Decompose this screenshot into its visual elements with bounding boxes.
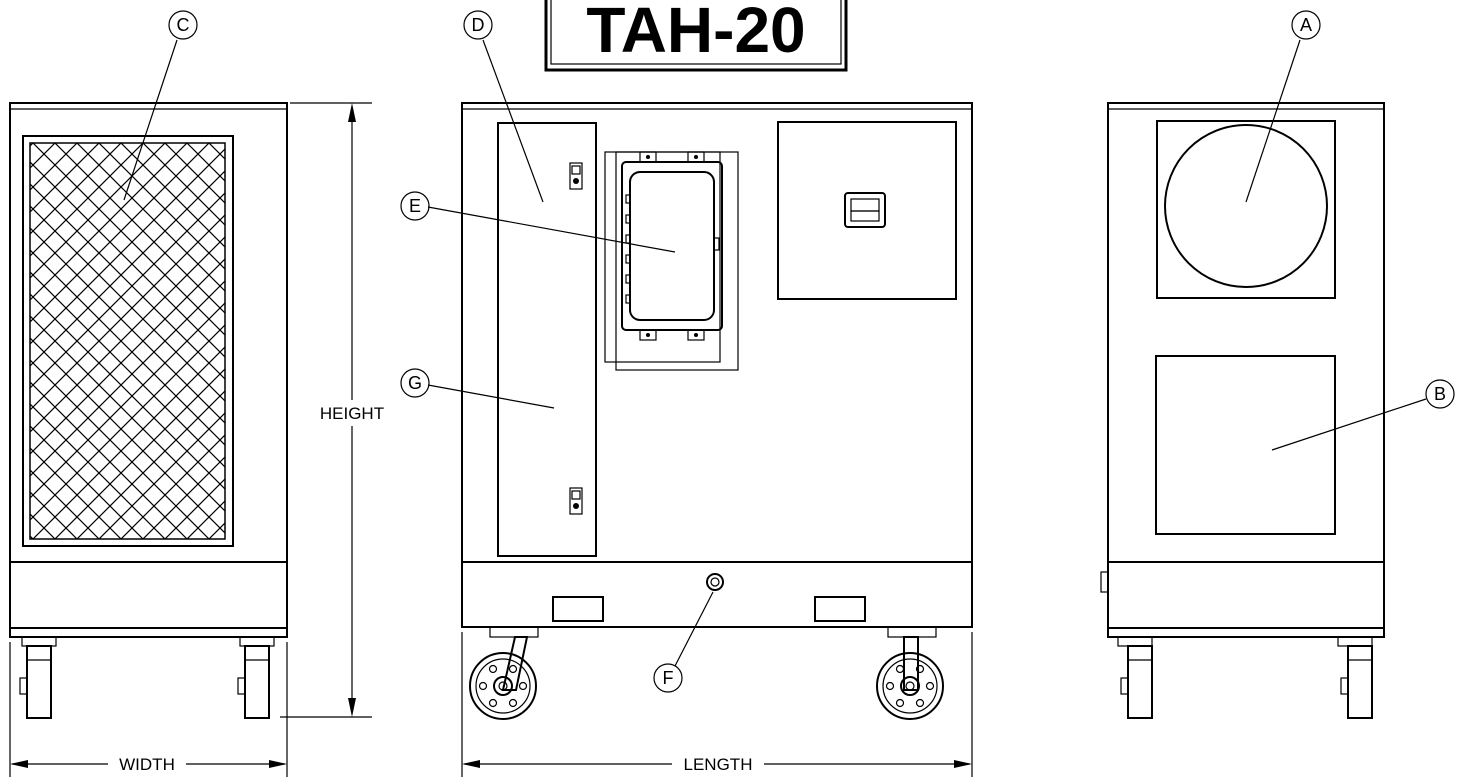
front-cabinet <box>461 102 973 628</box>
enclosure-tab-bl <box>639 329 657 341</box>
length-label: LENGTH <box>684 755 753 774</box>
height-label: HEIGHT <box>320 404 384 423</box>
callout-g-leader <box>427 384 555 409</box>
callout-f-label: F <box>663 668 674 688</box>
title-box-outer <box>544 0 848 72</box>
callout-e-circle <box>400 191 430 221</box>
callout-c: C <box>123 10 198 201</box>
title-block: TAH-20 <box>544 0 848 72</box>
filter-frame <box>22 135 234 547</box>
side-view-right <box>1100 102 1385 719</box>
forklift-pocket-left <box>552 596 604 622</box>
callout-d-leader <box>482 39 544 203</box>
intake-panel <box>1155 355 1336 535</box>
drain-port <box>706 573 724 591</box>
callout-b: B <box>1271 379 1455 451</box>
door-latch-bottom <box>569 487 583 515</box>
callout-b-circle <box>1425 379 1455 409</box>
side-left-caster-1 <box>19 636 57 719</box>
fan-outlet-circle <box>1164 124 1328 288</box>
side-left-cabinet <box>9 102 288 638</box>
enclosure-box <box>621 161 723 331</box>
enclosure-tab-tr <box>687 151 705 163</box>
callout-f-leader <box>674 591 714 667</box>
height-label-bg <box>312 400 392 426</box>
panel-handle <box>844 192 886 228</box>
front-caster-right <box>876 626 944 720</box>
drain-port-inner <box>710 577 720 587</box>
width-dimension: WIDTH <box>9 642 288 777</box>
heater-access-panel <box>777 121 957 300</box>
callout-a-label: A <box>1300 15 1312 35</box>
electrical-enclosure <box>604 151 739 371</box>
side-right-cabinet <box>1107 102 1385 638</box>
length-arrow-right <box>954 760 972 768</box>
callout-d: D <box>463 10 544 203</box>
callout-g-circle <box>400 368 430 398</box>
callout-d-circle <box>463 10 493 40</box>
enclosure-tab-tl <box>639 151 657 163</box>
side-left-caster-2 <box>237 636 275 719</box>
title-box-inner <box>550 0 842 65</box>
callout-b-leader <box>1271 398 1427 451</box>
height-arrow-top <box>348 103 356 122</box>
callout-e-leader <box>427 206 676 253</box>
width-label: WIDTH <box>119 755 175 774</box>
callout-a-circle <box>1291 10 1321 40</box>
model-title: TAH-20 <box>586 0 805 66</box>
callout-a-leader <box>1245 39 1301 203</box>
callout-g-label: G <box>408 373 422 393</box>
callout-a: A <box>1245 10 1321 203</box>
side-view-left <box>9 102 288 719</box>
enclosure-back-plate <box>604 151 721 363</box>
forklift-pocket-right <box>814 596 866 622</box>
callout-e: E <box>400 191 676 253</box>
callout-f: F <box>653 591 714 693</box>
side-right-caster-1 <box>1117 636 1153 719</box>
front-caster-left <box>469 626 539 720</box>
access-door-panel <box>497 122 597 557</box>
front-view <box>461 102 973 720</box>
enclosure-latch <box>713 237 720 251</box>
side-right-fitting <box>1100 571 1109 593</box>
width-arrow-right <box>269 760 287 768</box>
height-dimension: HEIGHT <box>280 102 392 718</box>
callout-c-leader <box>123 39 178 201</box>
callout-d-label: D <box>472 15 485 35</box>
length-dimension: LENGTH <box>461 632 973 777</box>
fan-outlet-panel <box>1156 120 1336 299</box>
callout-f-circle <box>653 663 683 693</box>
callout-e-label: E <box>409 196 421 216</box>
callout-c-label: C <box>177 15 190 35</box>
callout-c-circle <box>168 10 198 40</box>
width-arrow-left <box>10 760 28 768</box>
side-right-caster-2 <box>1337 636 1373 719</box>
callout-b-label: B <box>1434 384 1446 404</box>
filter-mesh-grille <box>29 142 226 540</box>
door-latch-top <box>569 162 583 190</box>
length-arrow-left <box>462 760 480 768</box>
enclosure-tab-br <box>687 329 705 341</box>
height-arrow-bottom <box>348 698 356 717</box>
callout-g: G <box>400 368 555 409</box>
